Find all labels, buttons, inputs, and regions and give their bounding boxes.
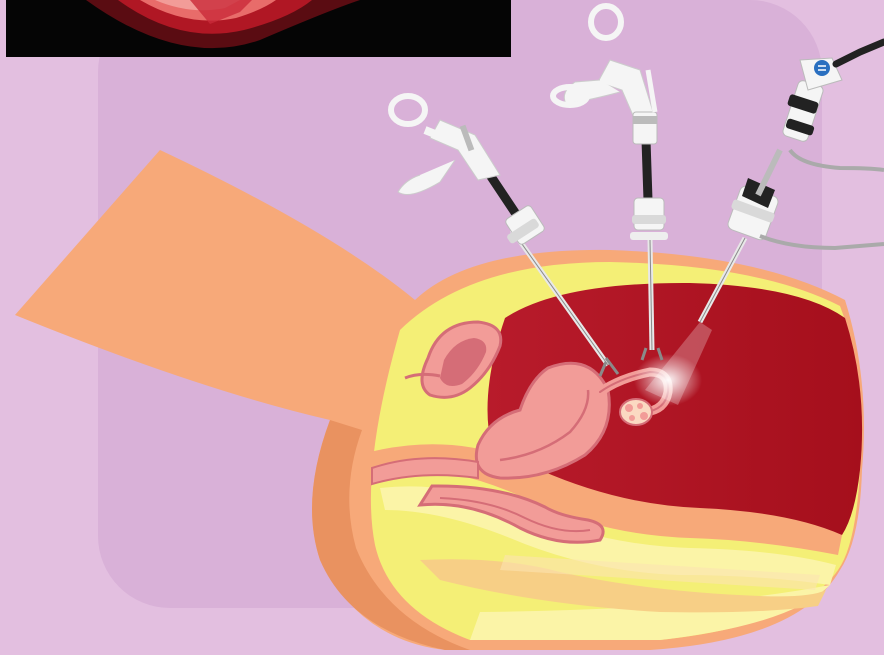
ovary [620,399,652,425]
camera-logo-icon [814,60,830,76]
endoscope-view-inset [6,0,511,57]
camera-cable [836,42,884,64]
